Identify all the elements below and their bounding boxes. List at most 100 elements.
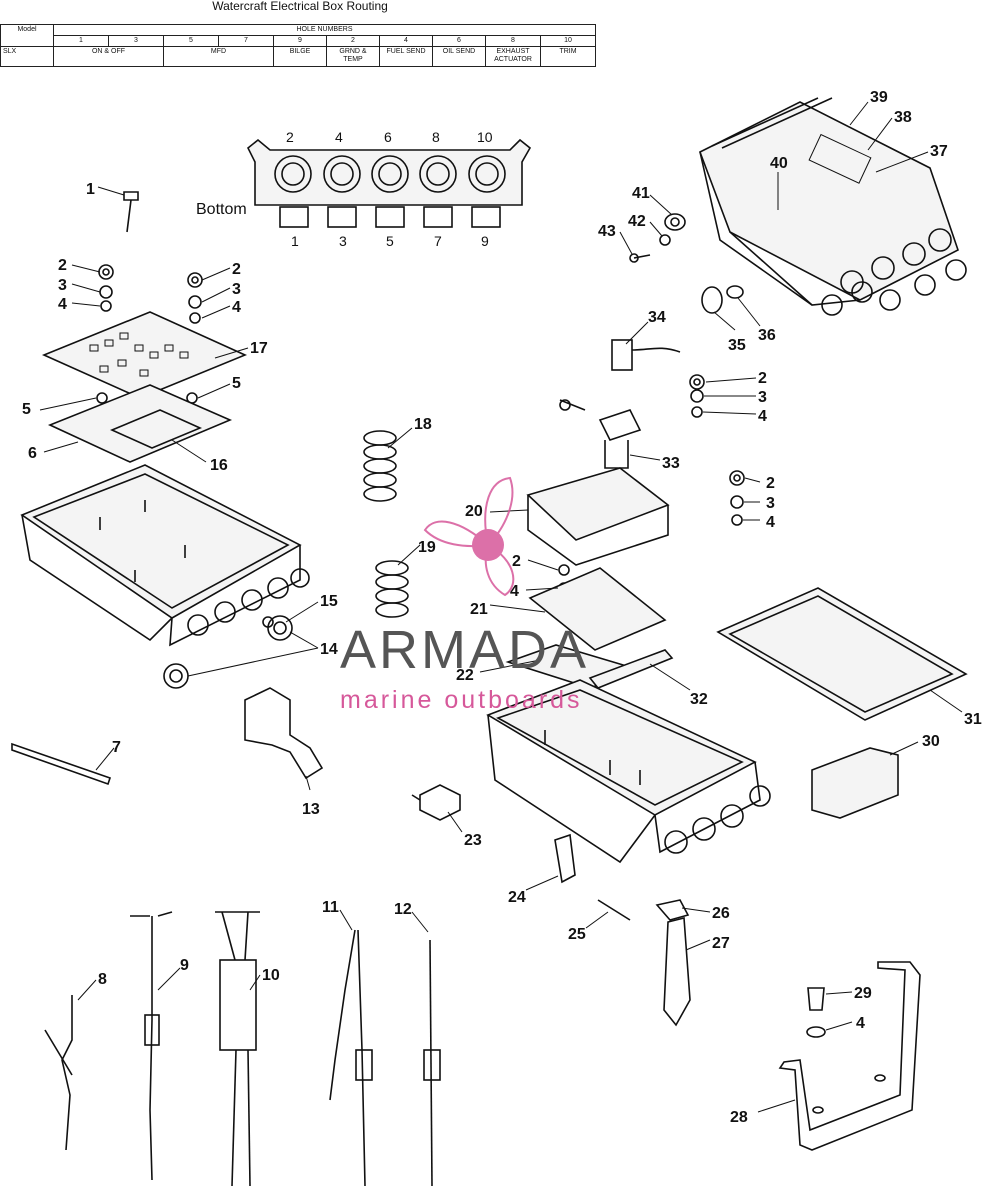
callout-7: 7 (112, 739, 121, 756)
callout-42: 42 (628, 213, 646, 230)
callout-10: 10 (262, 967, 280, 984)
callout-14: 14 (320, 641, 338, 658)
callout-40: 40 (770, 155, 788, 172)
callout-27: 27 (712, 935, 730, 952)
callout-20: 20 (465, 503, 483, 520)
fuse-holder-26-27 (655, 899, 691, 1027)
lid-seal-31 (716, 587, 968, 721)
clip-24 (554, 833, 576, 884)
hole-number: 4 (335, 129, 343, 145)
center-electrical-box (486, 679, 771, 864)
diagram-title: Watercraft Electrical Box Routing (212, 0, 388, 13)
wire-harnesses (44, 911, 441, 1186)
callout-4: 4 (766, 514, 775, 531)
bracket-28 (778, 961, 921, 1151)
callout-41: 41 (632, 185, 650, 202)
callout-4: 4 (232, 299, 241, 316)
callout-12: 12 (394, 901, 412, 918)
callout-21: 21 (470, 601, 488, 618)
callout-25: 25 (568, 926, 586, 943)
callout-34: 34 (648, 309, 666, 326)
callout-5: 5 (22, 401, 31, 418)
circuit-board (41, 311, 248, 399)
callout-38: 38 (894, 109, 912, 126)
callout-24: 24 (508, 889, 526, 906)
callout-26: 26 (712, 905, 730, 922)
function-cell: TRIM (540, 46, 596, 67)
callout-35: 35 (728, 337, 746, 354)
callout-15: 15 (320, 593, 338, 610)
spacer-stack-19 (375, 560, 409, 618)
mounting-plate (47, 384, 233, 463)
relay-23 (411, 784, 461, 821)
cable-tie (11, 742, 112, 786)
function-cell: OIL SEND (432, 46, 486, 67)
table-row: SLX ON & OFF MFD BILGE GRND & TEMP FUEL … (0, 46, 596, 67)
callout-4: 4 (856, 1015, 865, 1032)
bottom-view-box (246, 138, 532, 228)
callout-9: 9 (180, 957, 189, 974)
callout-3: 3 (58, 277, 67, 294)
fuse-25 (597, 899, 631, 921)
callout-3: 3 (232, 281, 241, 298)
circuit-breaker-block (526, 467, 670, 566)
function-cell: EXHAUST ACTUATOR (485, 46, 541, 67)
callout-6: 6 (28, 445, 37, 462)
callout-30: 30 (922, 733, 940, 750)
callout-33: 33 (662, 455, 680, 472)
callout-39: 39 (870, 89, 888, 106)
starter-solenoid (559, 339, 681, 469)
spacer-stack-18 (363, 430, 397, 502)
bottom-view-label: Bottom (196, 201, 247, 218)
screw-washer-29 (806, 987, 826, 1038)
callout-2: 2 (766, 475, 775, 492)
callout-22: 22 (456, 667, 474, 684)
callout-11: 11 (322, 899, 339, 916)
callout-43: 43 (598, 223, 616, 240)
ground-plate-21 (528, 567, 667, 651)
hole-number: 7 (434, 233, 442, 249)
hole-number: 8 (432, 129, 440, 145)
callout-32: 32 (690, 691, 708, 708)
callout-2: 2 (232, 261, 241, 278)
leader-lines (39, 101, 963, 1113)
top-right-small-parts (629, 213, 744, 314)
callout-36: 36 (758, 327, 776, 344)
hole-number: 9 (481, 233, 489, 249)
callout-28: 28 (730, 1109, 748, 1126)
hole-number: 3 (339, 233, 347, 249)
callout-18: 18 (414, 416, 432, 433)
callout-29: 29 (854, 985, 872, 1002)
callout-2: 2 (58, 257, 67, 274)
hole-number: 5 (386, 233, 394, 249)
callout-1: 1 (86, 181, 95, 198)
callout-2: 2 (758, 370, 767, 387)
callout-2: 2 (512, 553, 521, 570)
bracket-13 (244, 687, 324, 780)
strap-32 (588, 649, 674, 689)
watermark-tagline: marine outboards (340, 686, 583, 714)
callout-5: 5 (232, 375, 241, 392)
hole-number: 1 (291, 233, 299, 249)
routing-table: Model HOLE NUMBERS 1 3 5 7 9 2 4 6 8 10 … (0, 24, 596, 67)
bolt-part (123, 191, 139, 233)
callout-16: 16 (210, 457, 228, 474)
callout-4: 4 (510, 583, 519, 600)
callout-19: 19 (418, 539, 436, 556)
grommet-parts (163, 615, 293, 689)
watermark-brand: ARMADA (340, 620, 589, 680)
callout-4: 4 (758, 408, 767, 425)
module-30 (811, 747, 899, 819)
callout-37: 37 (930, 143, 948, 160)
callout-17: 17 (250, 340, 268, 357)
callout-4: 4 (58, 296, 67, 313)
callout-13: 13 (302, 801, 320, 818)
callout-8: 8 (98, 971, 107, 988)
top-right-electrical-box (698, 97, 967, 316)
callout-31: 31 (964, 711, 982, 728)
hole-number: 2 (286, 129, 294, 145)
callout-23: 23 (464, 832, 482, 849)
callout-3: 3 (758, 389, 767, 406)
function-cell: FUEL SEND (379, 46, 433, 67)
